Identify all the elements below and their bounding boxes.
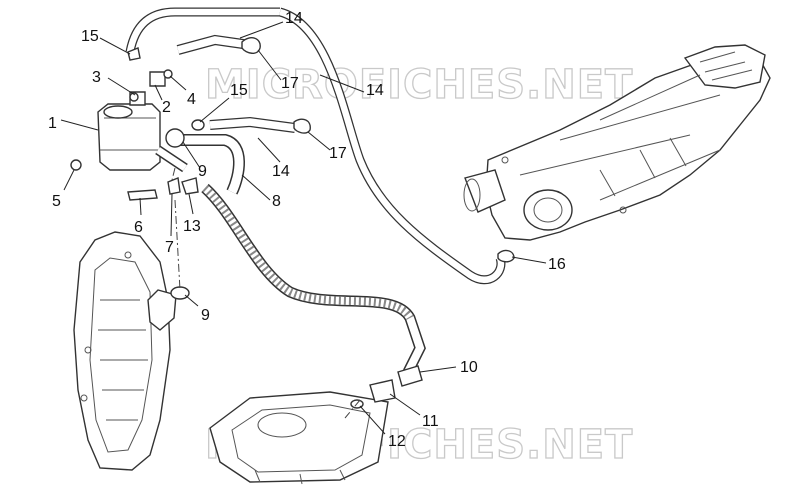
callout-5: 5 [52, 193, 61, 210]
callout-14-right: 14 [366, 82, 384, 99]
callout-13: 13 [183, 218, 201, 235]
callout-1: 1 [48, 115, 57, 132]
cap-3 [129, 92, 139, 102]
oil-vapor-tank [97, 91, 161, 171]
screw-5 [70, 159, 82, 171]
callout-11: 11 [422, 413, 439, 430]
callout-15-top: 15 [81, 28, 99, 45]
crankcase-cover [73, 231, 177, 471]
clamp-17-top [241, 37, 261, 54]
clamp-16 [497, 249, 515, 263]
callout-labels: 15 14 3 2 4 15 17 14 1 9 17 14 8 5 6 7 1… [48, 10, 566, 450]
callout-9-upper: 9 [198, 163, 207, 180]
oil-sump [209, 391, 389, 485]
clip-7 [167, 177, 181, 195]
callout-8: 8 [272, 193, 281, 210]
callout-7: 7 [165, 239, 174, 256]
bracket-2 [149, 71, 166, 87]
clamp-15-top [127, 47, 141, 61]
clamp-13 [181, 177, 199, 195]
air-box [463, 44, 771, 241]
callout-6: 6 [134, 219, 143, 236]
nipple-11 [369, 379, 396, 403]
clamp-17-mid [293, 118, 311, 134]
callout-12: 12 [388, 433, 406, 450]
hoses [125, 7, 506, 375]
callout-16: 16 [548, 256, 566, 273]
small-parts [70, 37, 515, 409]
fitting-9-upper [165, 128, 185, 148]
union-10 [397, 365, 423, 387]
callout-3: 3 [92, 69, 101, 86]
clamp-15-mid [191, 119, 205, 131]
breather-valve-6 [127, 189, 158, 201]
callout-10: 10 [460, 359, 478, 376]
callout-17-top: 17 [281, 75, 299, 92]
callout-14-top: 14 [285, 10, 303, 27]
callout-14-mid: 14 [272, 163, 290, 180]
watermark-top: MICROFICHES.NET [205, 62, 633, 108]
leader-lines [60, 21, 547, 435]
callout-4: 4 [187, 91, 196, 108]
callout-2: 2 [162, 99, 171, 116]
callout-9-lower: 9 [201, 307, 210, 324]
fitting-9-lower [170, 286, 190, 300]
callout-17-mid: 17 [329, 145, 347, 162]
callout-15-mid: 15 [230, 82, 248, 99]
alignment-lines [171, 167, 361, 419]
